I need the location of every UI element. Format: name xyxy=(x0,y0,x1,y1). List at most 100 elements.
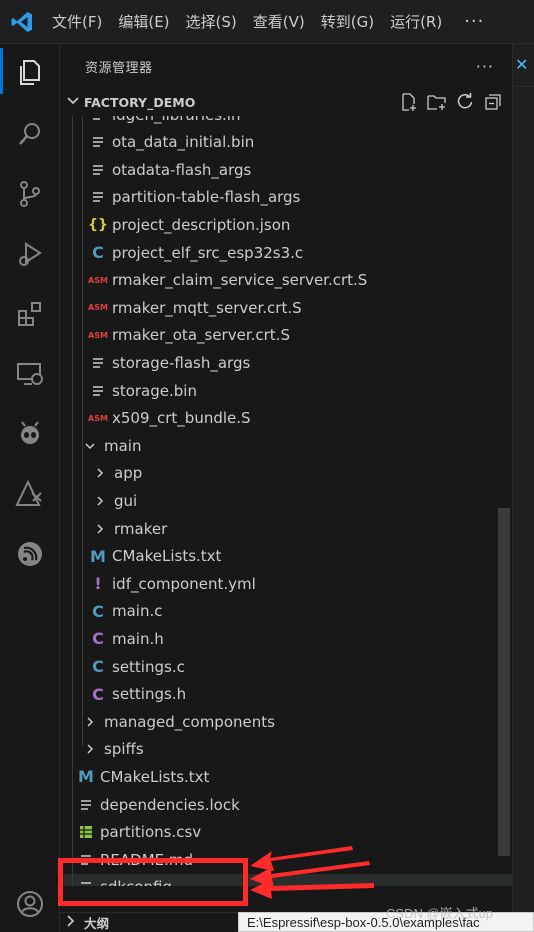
menu-go[interactable]: 转到(G) xyxy=(320,12,375,31)
tree-item[interactable]: rmaker xyxy=(60,515,512,542)
tree-item-label: settings.h xyxy=(112,685,187,704)
watermark: CSDN @嵌入式up xyxy=(386,906,494,921)
tree-item[interactable]: storage.bin xyxy=(60,377,512,404)
asm-file-icon: ASM xyxy=(88,330,108,340)
explorer-more-button[interactable]: ··· xyxy=(475,56,494,76)
c-file-icon: C xyxy=(92,601,104,621)
close-icon[interactable]: ✕ xyxy=(515,55,529,74)
tree-item-label: ota_data_initial.bin xyxy=(112,133,255,152)
menu-edit[interactable]: 编辑(E) xyxy=(118,12,170,31)
outline-title: 大纲 xyxy=(84,916,110,931)
tree-item[interactable]: {}project_description.json xyxy=(60,211,512,238)
project-title: FACTORY_DEMO xyxy=(84,94,196,110)
menu-view[interactable]: 查看(V) xyxy=(252,12,305,31)
tree-item[interactable]: partitions.csv xyxy=(60,819,512,846)
tree-item-label: CMakeLists.txt xyxy=(112,547,222,566)
tree-item[interactable]: app xyxy=(60,460,512,487)
search-icon[interactable] xyxy=(0,106,60,162)
vscode-logo-icon xyxy=(0,0,44,44)
chevron-right-icon xyxy=(92,523,108,535)
tree-item-label: partitions.csv xyxy=(100,823,202,842)
run-debug-icon[interactable] xyxy=(0,226,60,282)
explorer-header: 资源管理器 ··· xyxy=(60,44,512,88)
menu-run[interactable]: 运行(R) xyxy=(390,12,443,31)
tree-item[interactable]: ! idf_component.yml xyxy=(60,570,512,597)
tree-item[interactable]: ldgen_libraries.in xyxy=(60,116,512,128)
file-tree: ldgen_libraries.in ota_data_initial.binot… xyxy=(60,116,512,886)
tree-item-label: sdkconfig xyxy=(100,878,172,886)
file-lines-icon xyxy=(76,798,96,812)
tree-item[interactable]: otadata-flash_args xyxy=(60,156,512,183)
tree-item[interactable]: storage-flash_args xyxy=(60,349,512,376)
new-file-icon[interactable] xyxy=(398,91,420,113)
tree-item-label: rmaker_ota_server.crt.S xyxy=(112,326,290,345)
h-file-icon: C xyxy=(92,684,104,704)
menu-more-button[interactable]: ··· xyxy=(464,10,485,32)
chevron-right-icon xyxy=(82,743,98,755)
tree-item-label: managed_components xyxy=(104,712,275,731)
project-actions xyxy=(398,88,504,116)
chevron-right-icon xyxy=(82,716,98,728)
file-lines-icon xyxy=(76,880,96,886)
tree-item-label: idf_component.yml xyxy=(112,574,256,593)
tree-item[interactable]: managed_components xyxy=(60,708,512,735)
refresh-icon[interactable] xyxy=(454,91,476,113)
accounts-icon[interactable] xyxy=(0,876,60,932)
file-lines-icon xyxy=(88,163,108,177)
tree-item-label: gui xyxy=(114,491,138,510)
tree-item[interactable]: main xyxy=(60,432,512,459)
file-lines-icon xyxy=(88,356,108,370)
yml-file-icon: ! xyxy=(94,574,102,594)
chevron-right-icon xyxy=(66,915,76,930)
tree-item[interactable]: ASM rmaker_ota_server.crt.S xyxy=(60,322,512,349)
annotation-highlight-box xyxy=(58,858,248,906)
collapse-all-icon[interactable] xyxy=(482,91,504,113)
tree-item-label: main.h xyxy=(112,629,164,648)
tree-item-label: dependencies.lock xyxy=(100,795,240,814)
espressif-icon[interactable] xyxy=(0,526,60,582)
remote-explorer-icon[interactable] xyxy=(0,346,60,402)
tree-item-label: project_elf_src_esp32s3.c xyxy=(112,243,304,262)
tree-item-label: partition-table-flash_args xyxy=(112,188,301,207)
explorer-icon[interactable] xyxy=(0,44,60,100)
platformio-alien-icon[interactable] xyxy=(0,406,60,462)
chevron-down-icon xyxy=(66,93,80,112)
explorer-title: 资源管理器 xyxy=(85,60,153,76)
tree-item-label: storage-flash_args xyxy=(112,353,251,372)
tree-item-label: project_description.json xyxy=(112,215,291,234)
tree-item-label: x509_crt_bundle.S xyxy=(112,409,251,428)
tree-item[interactable]: dependencies.lock xyxy=(60,791,512,818)
file-lines-icon xyxy=(88,384,108,398)
tree-item[interactable]: ota_data_initial.bin xyxy=(60,129,512,156)
h-file-icon: C xyxy=(92,629,104,649)
idf-tools-icon[interactable] xyxy=(0,466,60,522)
tree-item-label: ldgen_libraries.in xyxy=(112,116,240,124)
tree-item-label: rmaker xyxy=(114,519,168,538)
menu-selection[interactable]: 选择(S) xyxy=(185,12,237,31)
cmake-file-icon: M xyxy=(78,767,94,787)
extensions-icon[interactable] xyxy=(0,286,60,342)
tree-item[interactable]: partition-table-flash_args xyxy=(60,184,512,211)
tree-scrollbar[interactable] xyxy=(498,508,510,856)
new-folder-icon[interactable] xyxy=(426,91,448,113)
c-file-icon: C xyxy=(92,657,104,676)
menu-file[interactable]: 文件(F) xyxy=(52,12,103,31)
indent-guide xyxy=(82,116,83,746)
project-header[interactable]: FACTORY_DEMO xyxy=(60,88,512,116)
active-indicator xyxy=(0,48,3,94)
tree-item[interactable]: spiffs xyxy=(60,736,512,763)
tree-item[interactable]: gui xyxy=(60,487,512,514)
tree-item-label: rmaker_claim_service_server.crt.S xyxy=(112,271,368,290)
tree-item-label: main xyxy=(104,436,142,455)
source-control-icon[interactable] xyxy=(0,166,60,222)
